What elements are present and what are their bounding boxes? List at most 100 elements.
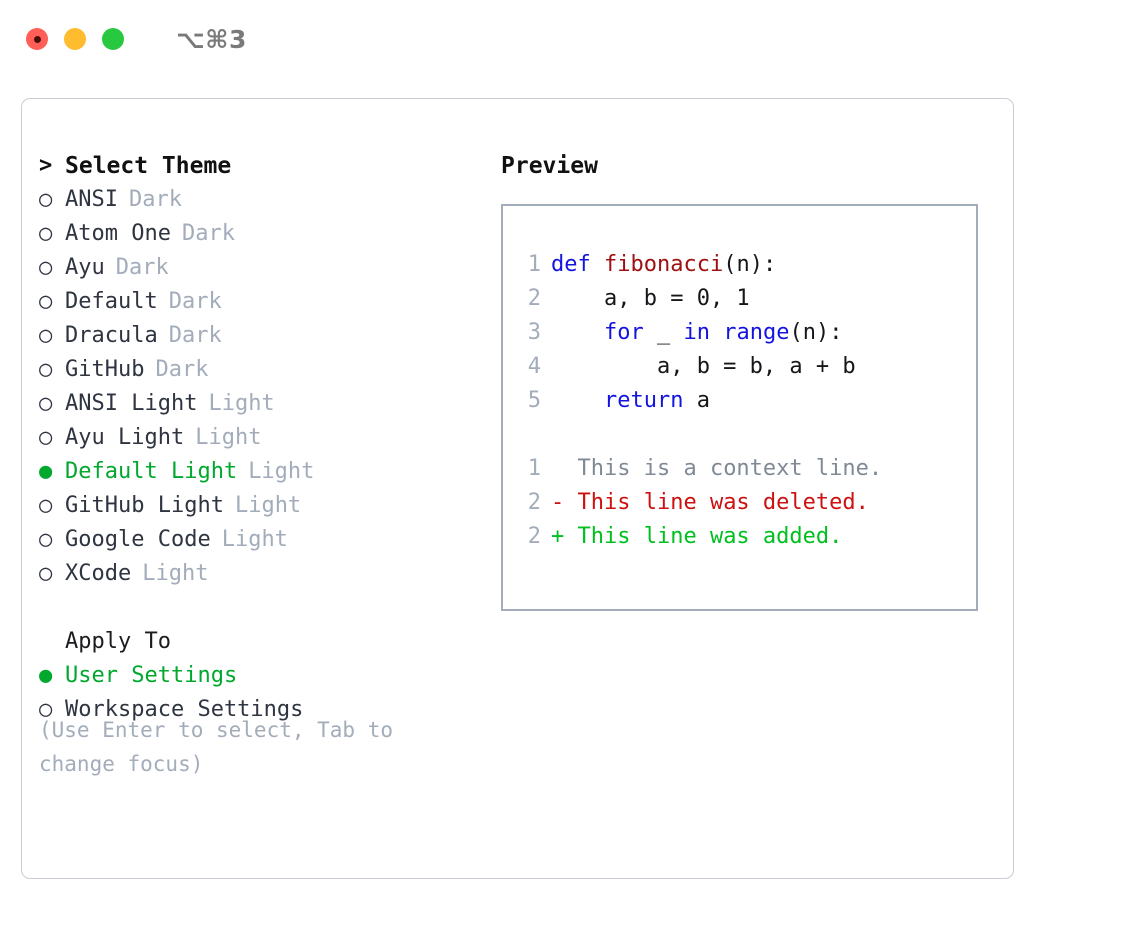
radio-selected-icon[interactable]: ●	[39, 459, 53, 484]
theme-kind-badge: Light	[195, 425, 262, 450]
code-line: 5 return a	[515, 384, 976, 418]
apply-to-option-row[interactable]: ○Workspace Settings	[39, 693, 479, 727]
keyboard-shortcut-label: ⌥⌘3	[176, 24, 247, 54]
diff-line: 2 + This line was added.	[515, 520, 976, 554]
theme-name: Default	[65, 289, 158, 314]
code-token	[551, 320, 604, 345]
theme-option-row[interactable]: ○ Atom One Dark	[39, 217, 479, 251]
code-line-text: a, b = 0, 1	[551, 282, 750, 316]
theme-kind-badge: Light	[142, 561, 209, 586]
theme-kind-badge: Dark	[155, 357, 209, 382]
line-number: 2	[527, 524, 541, 549]
apply-to-header: ○ Apply To	[39, 625, 479, 659]
code-token: (n):	[789, 320, 843, 345]
radio-unselected-icon[interactable]: ○	[39, 697, 53, 722]
line-number: 2	[527, 286, 541, 311]
code-token: in	[683, 320, 710, 345]
code-token: a, b = b, a + b	[551, 354, 856, 379]
theme-kind-badge: Light	[221, 527, 288, 552]
code-line-text: return a	[551, 384, 710, 418]
maximize-button[interactable]	[102, 28, 124, 50]
radio-unselected-icon[interactable]: ○	[39, 425, 53, 450]
code-token: a	[683, 388, 710, 413]
code-token: range	[723, 320, 790, 345]
radio-unselected-icon[interactable]: ○	[39, 255, 53, 280]
theme-option-row[interactable]: ● Default Light Light	[39, 455, 479, 489]
apply-to-option-label: User Settings	[65, 663, 238, 688]
theme-name: Atom One	[65, 221, 171, 246]
diff-line-text: This is a context line.	[564, 456, 883, 481]
close-button[interactable]	[26, 28, 48, 50]
list-spacer	[39, 591, 479, 625]
theme-option-row[interactable]: ○ XCode Light	[39, 557, 479, 591]
diff-sign: +	[551, 524, 565, 549]
code-line: 2 a, b = 0, 1	[515, 282, 976, 316]
radio-unselected-icon[interactable]: ○	[39, 289, 53, 314]
diff-line-text: This line was added.	[564, 524, 843, 549]
diff-line: 2- This line was deleted.	[515, 486, 976, 520]
theme-option-row[interactable]: ○ Ayu Dark	[39, 251, 479, 285]
diff-sign: -	[551, 490, 565, 515]
code-token: _	[643, 320, 684, 345]
line-number: 4	[527, 354, 541, 379]
theme-kind-badge: Dark	[168, 289, 222, 314]
code-line-text: a, b = b, a + b	[551, 350, 856, 384]
diff-sample: 1 This is a context line.2- This line wa…	[515, 452, 976, 554]
select-theme-header: > Select Theme	[39, 149, 479, 183]
line-number: 5	[527, 388, 541, 413]
code-line: 4 a, b = b, a + b	[515, 350, 976, 384]
radio-unselected-icon[interactable]: ○	[39, 221, 53, 246]
apply-to-marker-spacer: ○	[39, 625, 65, 659]
apply-to-options-list: ● User Settings ○Workspace Settings	[39, 659, 479, 727]
diff-line: 1 This is a context line.	[515, 452, 976, 486]
radio-unselected-icon[interactable]: ○	[39, 493, 53, 518]
radio-unselected-icon[interactable]: ○	[39, 391, 53, 416]
minimize-button[interactable]	[64, 28, 86, 50]
radio-unselected-icon[interactable]: ○	[39, 527, 53, 552]
theme-name: Ayu	[65, 255, 105, 280]
line-number: 2	[527, 490, 541, 515]
theme-name: Default Light	[65, 459, 238, 484]
theme-kind-badge: Dark	[115, 255, 169, 280]
apply-to-option-row[interactable]: ● User Settings	[39, 659, 479, 693]
theme-name: XCode	[65, 561, 132, 586]
diff-sign	[551, 452, 564, 486]
code-token	[710, 320, 723, 345]
theme-kind-badge: Dark	[181, 221, 235, 246]
titlebar: ⌥⌘3	[0, 0, 1140, 78]
radio-unselected-icon[interactable]: ○	[39, 561, 53, 586]
radio-unselected-icon[interactable]: ○	[39, 323, 53, 348]
code-line-text: for _ in range(n):	[551, 316, 842, 350]
code-token: for	[603, 320, 644, 345]
code-line: 3 for _ in range(n):	[515, 316, 976, 350]
code-token: fibonacci	[603, 252, 724, 277]
radio-unselected-icon[interactable]: ○	[39, 357, 53, 382]
code-token: (n):	[723, 252, 777, 277]
diff-line-text: This line was deleted.	[564, 490, 869, 515]
code-blank-line	[515, 418, 976, 452]
preview-title: Preview	[501, 153, 598, 179]
window-controls	[26, 28, 124, 50]
radio-selected-icon[interactable]: ●	[39, 663, 53, 688]
theme-option-row[interactable]: ○ Dracula Dark	[39, 319, 479, 353]
theme-name: Dracula	[65, 323, 158, 348]
caret-icon: >	[39, 153, 53, 178]
preview-column: Preview	[501, 149, 1001, 183]
theme-kind-badge: Dark	[168, 323, 222, 348]
theme-kind-badge: Dark	[128, 187, 182, 212]
radio-unselected-icon[interactable]: ○	[39, 187, 53, 212]
theme-kind-badge: Light	[248, 459, 315, 484]
theme-option-row[interactable]: ○ Default Dark	[39, 285, 479, 319]
